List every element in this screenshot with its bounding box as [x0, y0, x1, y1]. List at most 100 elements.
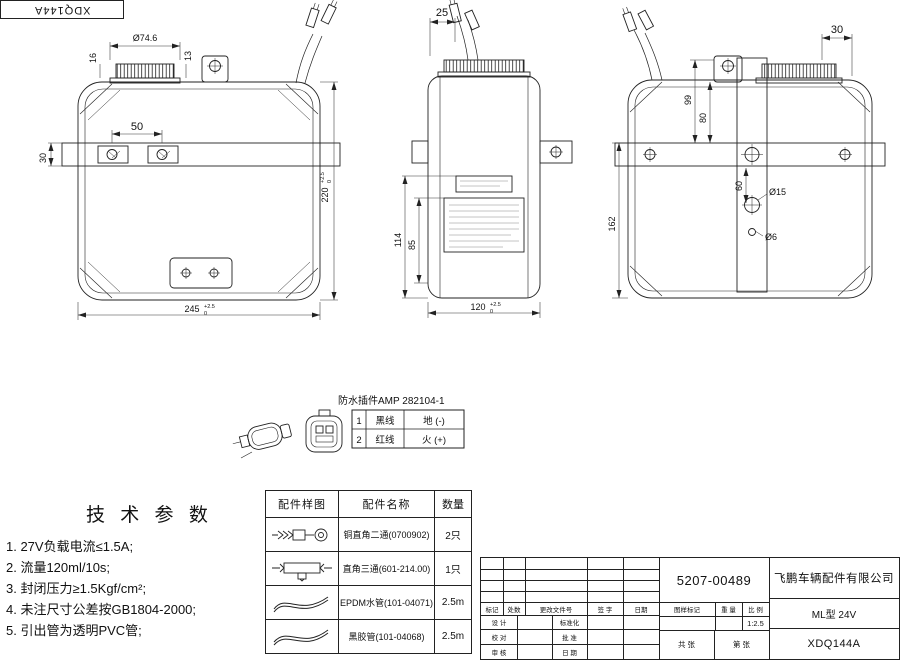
divider — [481, 602, 659, 603]
dim-hole-15: Ø15 — [769, 187, 786, 197]
divider — [503, 558, 504, 615]
label-review: 审 核 — [491, 649, 507, 657]
parts-row: 直角三通(601-214.00) 1只 — [266, 551, 471, 585]
wire — [456, 15, 469, 61]
connector-terminal-icon — [464, 9, 480, 31]
ribbed-cap — [443, 59, 525, 73]
wire-row-color: 黑线 — [375, 415, 395, 427]
label-date: 日期 — [634, 606, 648, 614]
mounting-strap — [614, 142, 886, 167]
rear-view — [614, 6, 886, 299]
label-stage-mark: 图样标记 — [674, 607, 700, 614]
tee-fitting-sketch — [272, 562, 332, 582]
dim-cap-diameter: Ø74.6 — [133, 33, 158, 43]
connector-terminal-icon — [305, 2, 320, 29]
large-label-plate — [443, 197, 525, 253]
dim-162: 162 — [607, 216, 617, 231]
wire-row-pin: 2 — [356, 435, 361, 446]
connector-wire-table: 1 黑线 地 (-) 2 红线 火 (+) — [351, 409, 465, 449]
dim-13: 13 — [183, 51, 193, 61]
divider — [659, 616, 769, 617]
side-view-dimensions: 25 114 85 120 +2.5 0 — [393, 7, 541, 318]
part-name: EPDM水管(101-04071) — [338, 586, 434, 619]
wire-row-polarity: 火 (+) — [422, 435, 446, 446]
divider — [714, 630, 715, 659]
divider — [481, 629, 659, 630]
divider — [481, 644, 659, 645]
hose-sketch — [273, 596, 329, 612]
divider — [481, 615, 659, 616]
label-check: 校 对 — [491, 634, 507, 642]
hose-sketch — [273, 629, 329, 645]
part-name: 直角三通(601-214.00) — [338, 552, 434, 585]
divider — [552, 615, 553, 659]
corner-part-number: XDQ144A — [0, 0, 124, 19]
divider — [659, 558, 660, 659]
dim-114: 114 — [393, 233, 403, 247]
connector-terminal-icon — [637, 9, 655, 31]
dim-width-tol-upper: +2.5 — [204, 304, 215, 310]
label-date2: 日 期 — [562, 649, 577, 657]
parts-row: EPDM水管(101-04071) 2.5m — [266, 585, 471, 619]
wire — [295, 33, 314, 84]
tech-param-item: 1. 27V负载电流≤1.5A; — [6, 539, 134, 554]
front-view — [61, 0, 341, 301]
dim-height: 220 — [320, 187, 330, 202]
parts-header-sketch: 配件样图 — [278, 499, 326, 511]
label-signature: 签 字 — [597, 606, 613, 614]
divider — [525, 558, 526, 615]
model-designation: ML型 24V — [811, 609, 857, 621]
wire — [633, 29, 653, 81]
divider — [623, 558, 624, 659]
parts-header-qty: 数量 — [434, 491, 471, 517]
top-bracket — [713, 55, 743, 83]
sheet-number: 第 张 — [732, 640, 751, 649]
dim-width-tol-lower: 0 — [204, 311, 207, 317]
wire-row-pin: 1 — [356, 416, 361, 427]
part-number: XDQ144A — [807, 637, 861, 650]
dim-85: 85 — [407, 240, 417, 250]
front-view-dimensions: Ø74.6 16 13 50 30 220 +2.5 0 245 +2.5 0 — [38, 33, 338, 320]
wire — [467, 19, 479, 61]
dim-16: 16 — [88, 53, 98, 63]
wire — [304, 35, 323, 84]
dim-80: 80 — [698, 113, 708, 123]
label-approve: 批 准 — [562, 634, 577, 642]
dim-depth-tol-upper: +2.5 — [490, 302, 501, 308]
part-name: 铜直角二通(0700902) — [338, 518, 434, 551]
connector-detail-section: 防水插件AMP 282104-1 1 黑线 地 (-) 2 — [232, 394, 465, 459]
label-design: 设 计 — [491, 620, 507, 627]
dim-60: 60 — [734, 181, 744, 191]
label-scale: 比 例 — [748, 607, 763, 614]
dim-30-top: 30 — [831, 24, 843, 36]
drawing-number: 5207-00489 — [676, 572, 752, 588]
strap-tab — [411, 140, 429, 164]
part-qty: 1只 — [434, 552, 471, 585]
divider — [769, 628, 899, 629]
vertical-strap — [736, 57, 768, 293]
dim-height-tol-lower: 0 — [327, 180, 333, 183]
scale-value: 1:2.5 — [747, 618, 764, 628]
tech-param-item: 5. 引出管为透明PVC管; — [6, 623, 142, 638]
part-name: 黑胶管(101-04068) — [338, 620, 434, 653]
title-block: 飞鹏车辆配件有限公司 ML型 24V XDQ144A 5207-00489 图样… — [480, 557, 900, 660]
elbow-fitting-sketch — [272, 528, 328, 541]
label-mark: 标记 — [485, 606, 499, 614]
divider — [481, 580, 659, 581]
strap-tab — [539, 140, 573, 164]
dim-99: 99 — [683, 95, 693, 105]
connector-plug-drawing — [232, 422, 292, 459]
dim-hole-6: Ø6 — [765, 232, 777, 242]
mounting-strap — [61, 142, 341, 167]
connector-terminal-icon — [448, 0, 462, 24]
parts-table: 配件样图 配件名称 数量 铜直角二通(0700902) 2只 — [265, 490, 472, 654]
engineering-drawing: Ø74.6 16 13 50 30 220 +2.5 0 245 +2.5 0 — [38, 0, 886, 459]
dim-depth-tol-lower: 0 — [490, 309, 493, 315]
parts-row: 黑胶管(101-04068) 2.5m — [266, 619, 471, 653]
wire — [644, 32, 663, 81]
divider — [481, 591, 659, 592]
divider — [587, 558, 588, 659]
sheet-total: 共 张 — [677, 640, 696, 649]
company-name: 飞鹏车辆配件有限公司 — [774, 573, 894, 585]
dim-width: 245 — [184, 304, 199, 314]
